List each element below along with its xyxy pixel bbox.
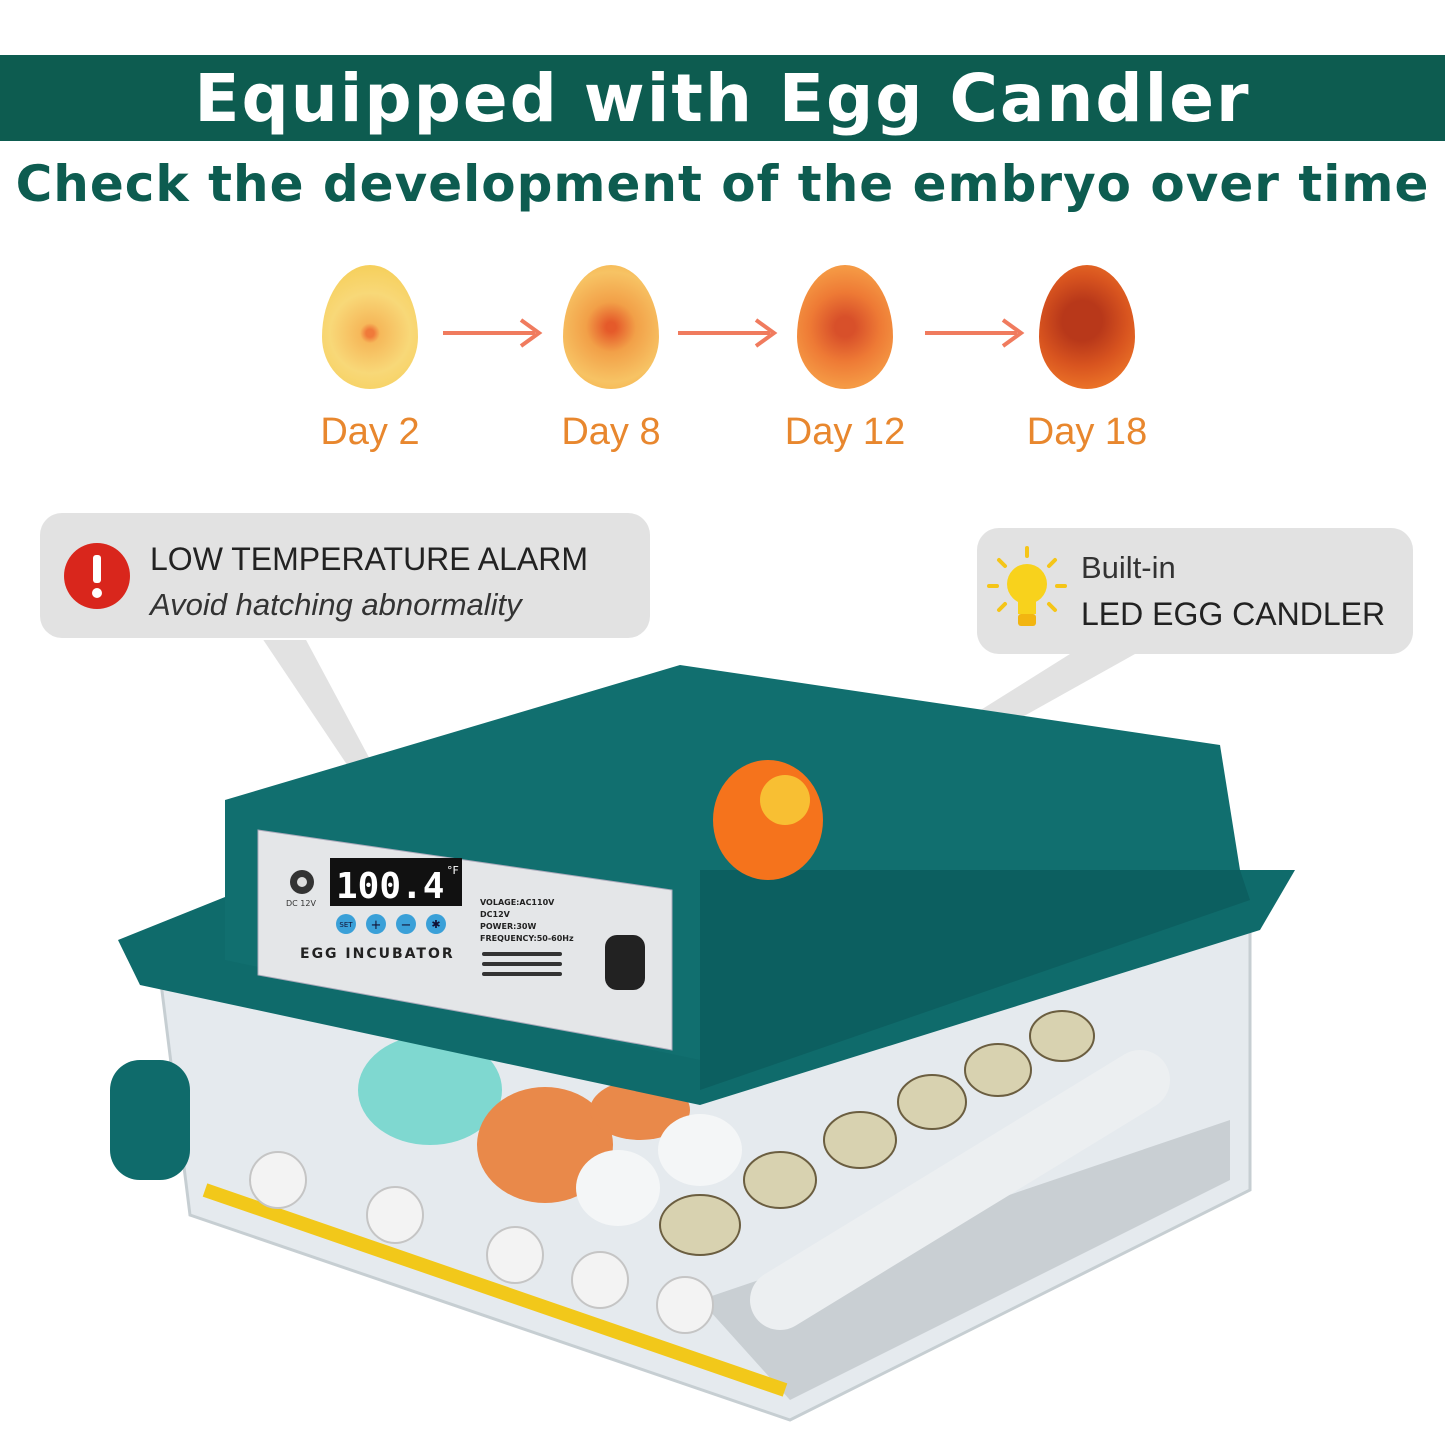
spec-frequency: FREQUENCY:50-60Hz xyxy=(480,934,574,943)
set-button-label: SET xyxy=(339,921,353,929)
candler-line1: Built-in xyxy=(1081,550,1176,585)
quail-eggs xyxy=(659,1010,1095,1256)
minus-button[interactable] xyxy=(396,914,416,934)
side-knob xyxy=(110,1060,190,1180)
plus-button-label: + xyxy=(371,918,382,933)
arrow-right-icon xyxy=(443,318,543,348)
egg xyxy=(658,1114,742,1186)
stage-label: Day 12 xyxy=(784,411,906,453)
panel-buttons: SET + − ✱ xyxy=(336,914,446,934)
stage-day-8: Day 8 xyxy=(546,265,676,454)
egg-icon xyxy=(1039,265,1135,389)
stage-label: Day 2 xyxy=(320,411,420,453)
egg-icon xyxy=(797,265,893,389)
arrow-right-icon xyxy=(925,318,1025,348)
gear-icons xyxy=(249,1151,714,1334)
power-socket xyxy=(605,935,645,990)
stage-day-12: Day 12 xyxy=(780,265,910,454)
set-button[interactable] xyxy=(336,914,356,934)
egg xyxy=(576,1150,660,1226)
stage-day-2: Day 2 xyxy=(305,265,435,454)
lightbulb-icon xyxy=(987,546,1067,626)
arrow-right-icon xyxy=(678,318,778,348)
temperature-value: 100.4 xyxy=(336,866,444,907)
yellow-drive-rod xyxy=(202,1183,788,1397)
page-title: Equipped with Egg Candler xyxy=(194,59,1251,137)
spec-power: POWER:30W xyxy=(480,922,536,931)
exclamation-icon xyxy=(64,543,130,609)
page-subtitle: Check the development of the embryo over… xyxy=(15,155,1430,213)
spec-dc: DC12V xyxy=(480,910,511,919)
panel-specs: VOLAGE:AC110V DC12V POWER:30W FREQUENCY:… xyxy=(480,898,574,943)
egg xyxy=(358,1035,502,1145)
title-banner: Equipped with Egg Candler xyxy=(0,55,1445,141)
candler-callout: Built-in LED EGG CANDLER xyxy=(977,528,1413,654)
spec-voltage: VOLAGE:AC110V xyxy=(480,898,555,907)
light-button[interactable] xyxy=(426,914,446,934)
stage-day-18: Day 18 xyxy=(1022,265,1152,454)
panel-brand: EGG INCUBATOR xyxy=(300,946,455,962)
alarm-title: LOW TEMPERATURE ALARM xyxy=(150,541,588,577)
light-button-label: ✱ xyxy=(431,918,440,931)
temperature-display xyxy=(330,858,462,906)
speaker-slots xyxy=(482,952,562,976)
candler-egg xyxy=(713,760,823,880)
stage-label: Day 8 xyxy=(561,411,661,453)
egg-icon xyxy=(563,265,659,389)
alarm-callout: LOW TEMPERATURE ALARM Avoid hatching abn… xyxy=(40,513,650,638)
incubator-image: DC 12V 100.4 °F SET + − ✱ EGG INCUBATOR … xyxy=(110,640,1295,1422)
candler-line2: LED EGG CANDLER xyxy=(1081,596,1386,632)
egg-icon xyxy=(322,265,418,389)
dc-label: DC 12V xyxy=(286,899,316,908)
mesh-floor xyxy=(700,1120,1230,1400)
lid-front xyxy=(700,870,1250,1090)
alarm-text: Avoid hatching abnormality xyxy=(150,587,522,622)
temperature-unit: °F xyxy=(447,864,459,877)
roller xyxy=(750,1050,1170,1330)
plus-button[interactable] xyxy=(366,914,386,934)
minus-button-label: − xyxy=(401,918,412,933)
stage-label: Day 18 xyxy=(1026,411,1148,453)
